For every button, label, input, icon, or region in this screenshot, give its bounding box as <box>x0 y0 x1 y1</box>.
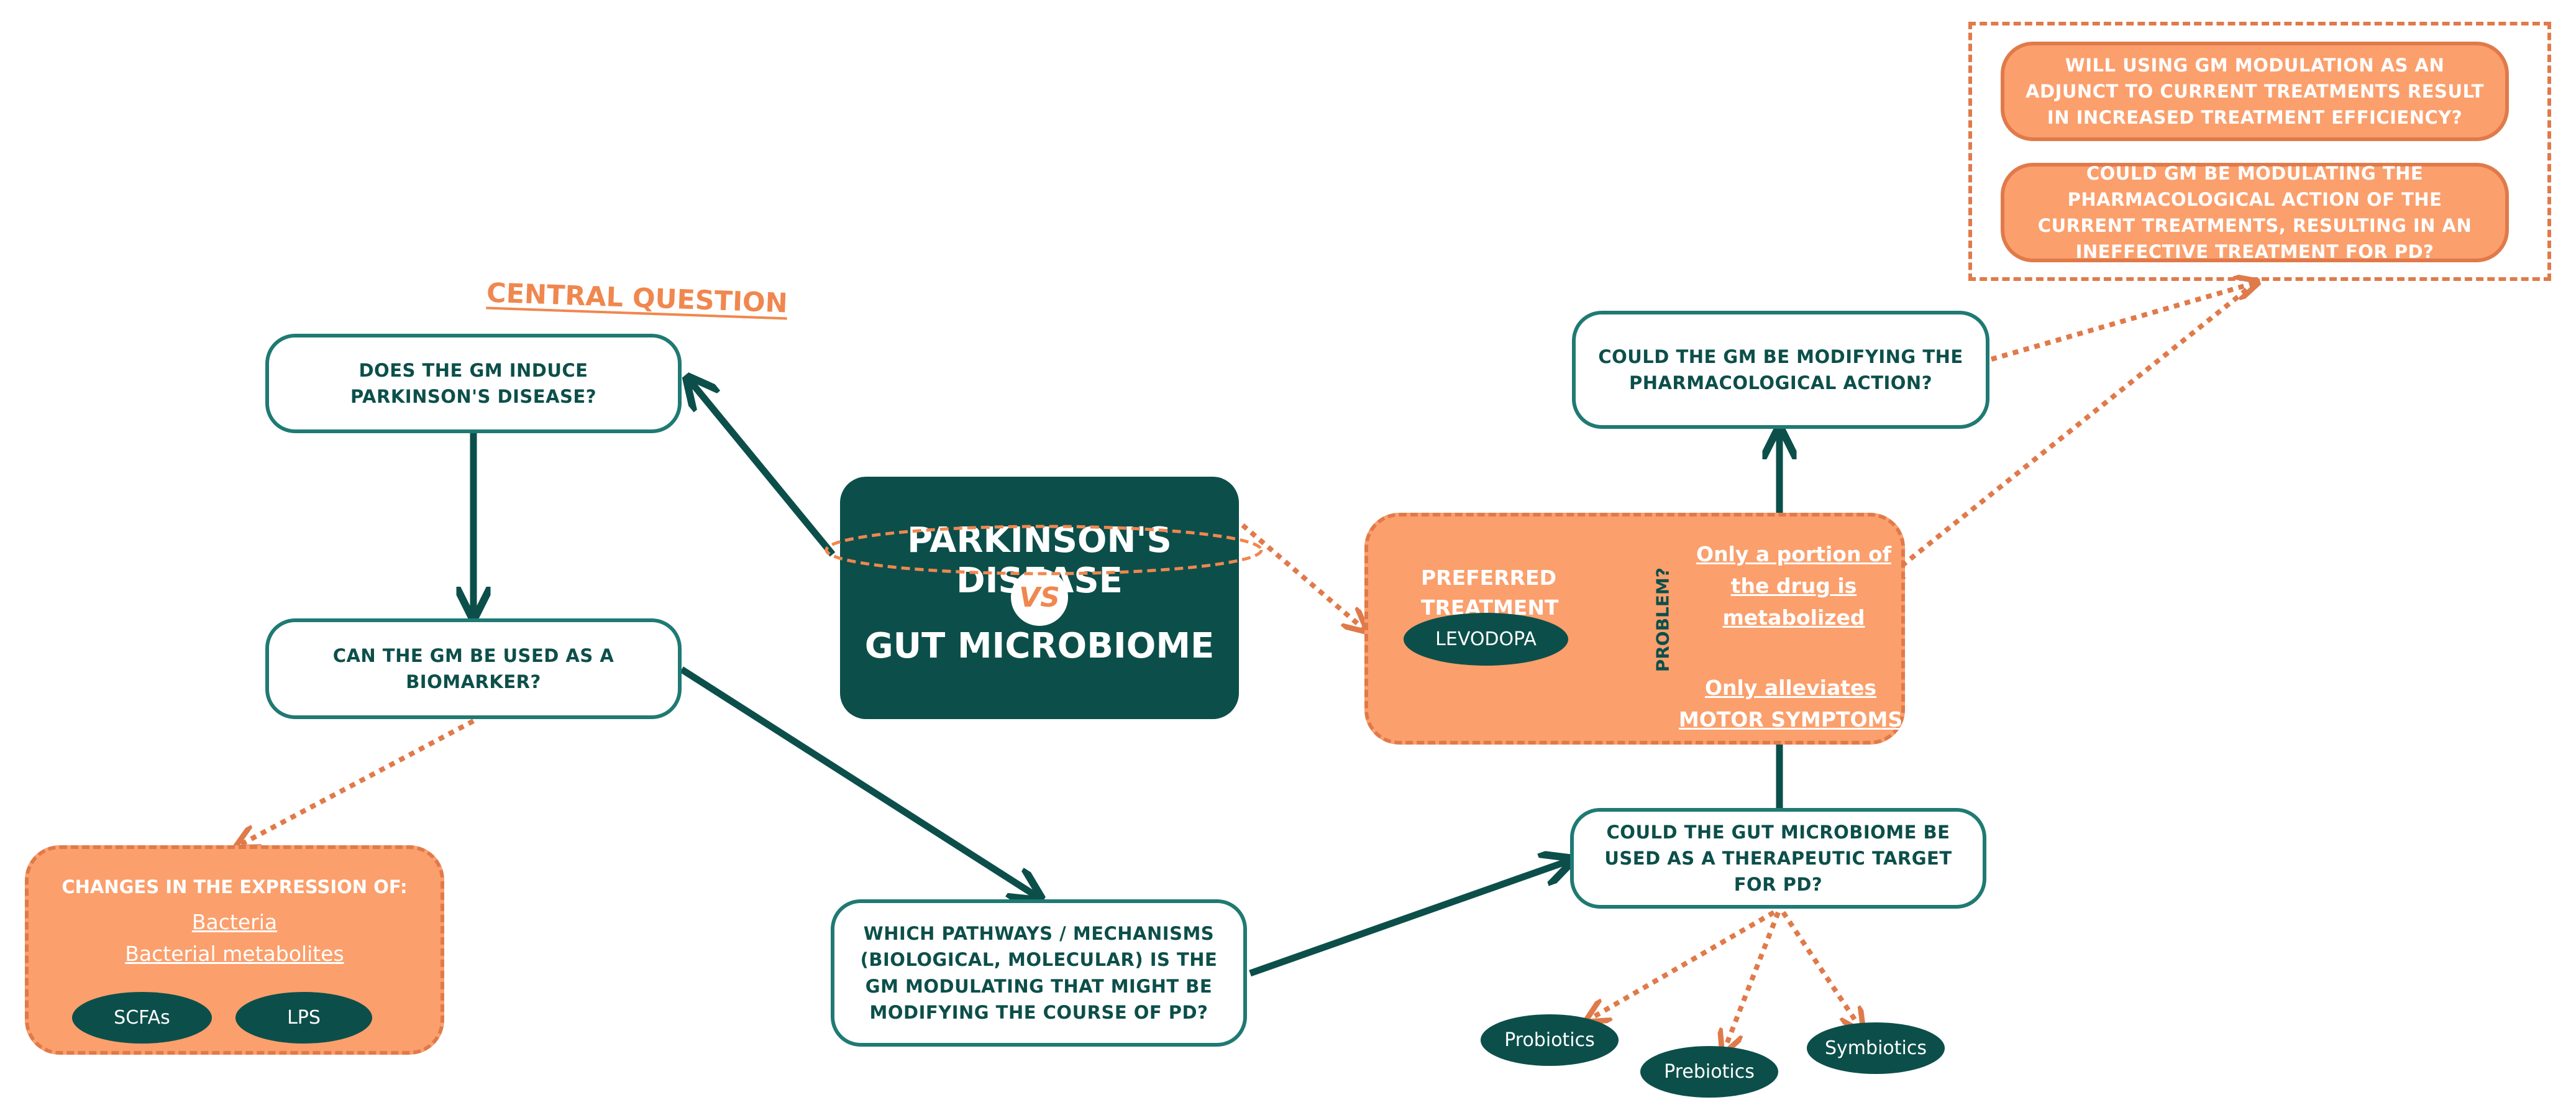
probiotics-oval[interactable]: Probiotics <box>1481 1014 1619 1066</box>
dotted-arrow-therapeutic-to-symbiotics <box>1781 911 1861 1029</box>
prebiotics-oval[interactable]: Prebiotics <box>1640 1046 1778 1098</box>
highlight-ellipse <box>824 525 1263 576</box>
node-induce-pd[interactable]: DOES THE GM INDUCE PARKINSON'S DISEASE? <box>265 334 682 433</box>
vs-badge: VS <box>1011 569 1068 626</box>
arrow-pathways-to-therapeutic <box>1249 861 1569 977</box>
node-pathways[interactable]: WHICH PATHWAYS / MECHANISMS (BIOLOGICAL,… <box>831 899 1247 1047</box>
adjunct-questions-frame <box>1968 22 2551 281</box>
arrow-center-to-induce <box>690 380 836 557</box>
central-topic-subtitle: GUT MICROBIOME <box>864 626 1215 666</box>
node-therapeutic-target[interactable]: COULD THE GUT MICROBIOME BE USED AS A TH… <box>1570 808 1986 909</box>
central-topic-title: PARKINSON'S DISEASE <box>907 520 1172 601</box>
levodopa-oval[interactable]: LEVODOPA <box>1404 613 1568 666</box>
central-topic[interactable]: PARKINSON'S DISEASE VS GUT MICROBIOME <box>840 477 1239 719</box>
dotted-arrow-biomarker-to-changes <box>239 718 475 845</box>
scfas-oval[interactable]: SCFAs <box>72 992 212 1044</box>
problem-label: PROBLEM? <box>1652 567 1673 672</box>
lps-oval[interactable]: LPS <box>235 992 372 1044</box>
central-question-label: CENTRAL QUESTION <box>486 277 788 319</box>
expression-changes-title: CHANGES IN THE EXPRESSION OF: <box>62 876 408 897</box>
dotted-arrow-therapeutic-to-probiotics <box>1589 910 1776 1019</box>
node-modifying-action[interactable]: COULD THE GM BE MODIFYING THE PHARMACOLO… <box>1572 311 1989 429</box>
symbiotics-oval[interactable]: Symbiotics <box>1807 1022 1945 1074</box>
dotted-arrow-therapeutic-to-prebiotics <box>1724 911 1781 1050</box>
node-adjunct-efficiency[interactable]: WILL USING GM MODULATION AS AN ADJUNCT T… <box>2001 42 2509 141</box>
node-biomarker[interactable]: CAN THE GM BE USED AS A BIOMARKER? <box>265 618 682 719</box>
dotted-arrow-modifying-to-frame <box>1990 283 2255 362</box>
node-modulating-pharmacological[interactable]: COULD GM BE MODULATING THE PHARMACOLOGIC… <box>2001 163 2509 262</box>
